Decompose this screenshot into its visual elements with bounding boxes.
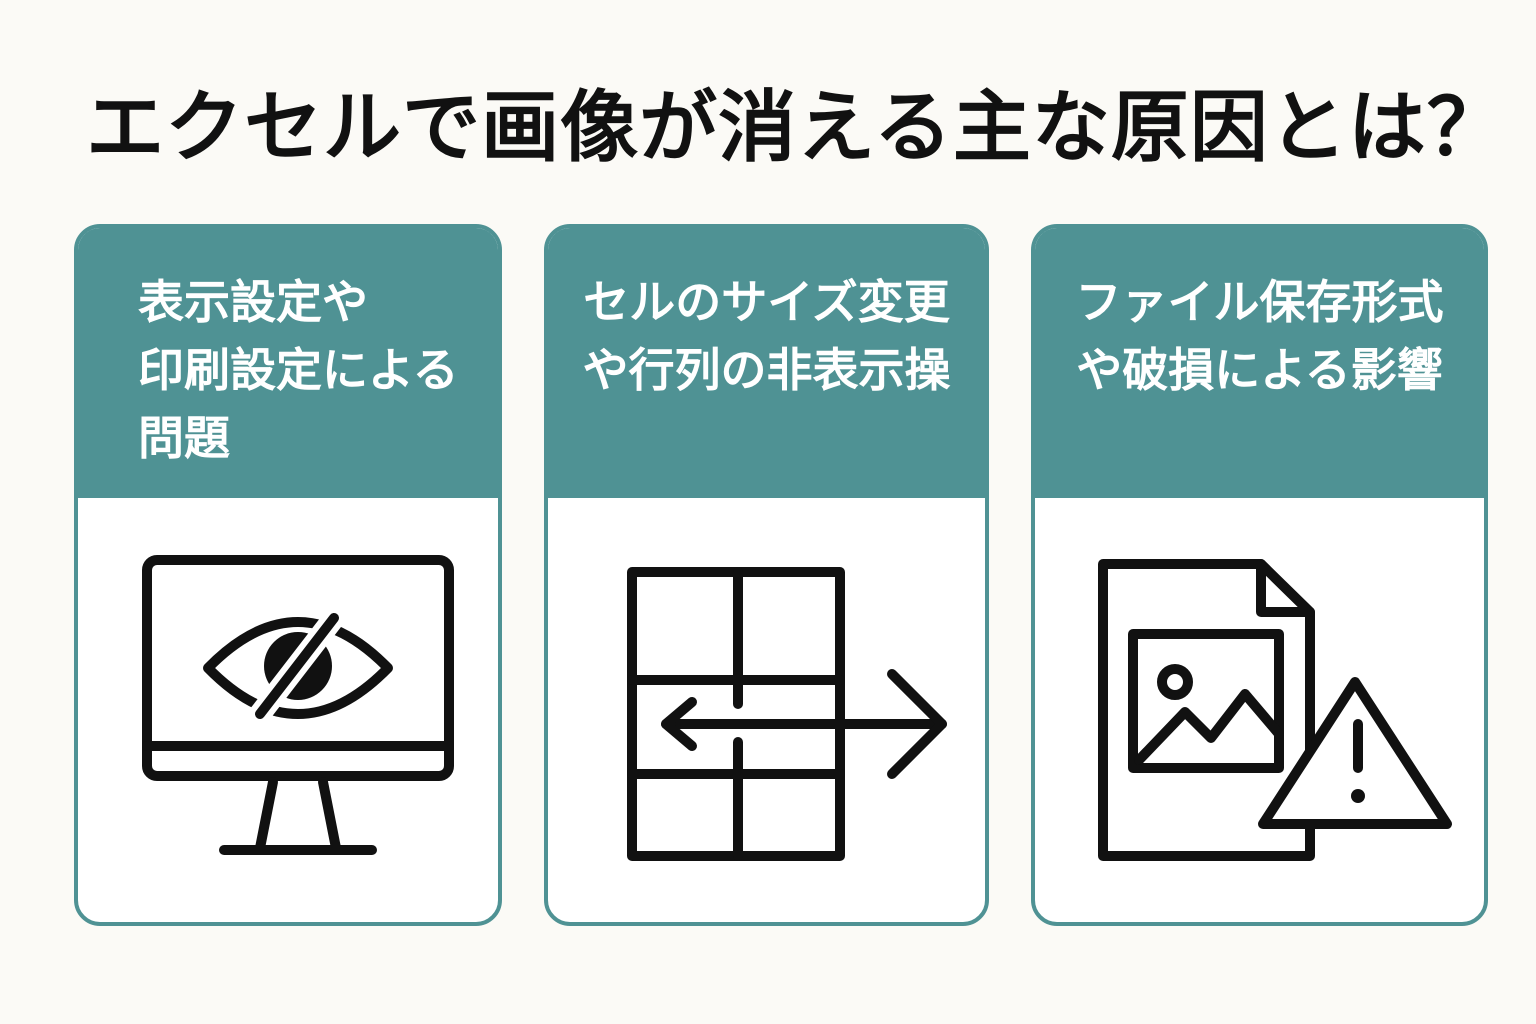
grid-resize-arrow-icon: [627, 567, 947, 861]
card-body: [78, 498, 498, 922]
card-header: ファイル保存形式 や破損による影響: [1035, 228, 1484, 498]
image-file-warning-icon: [1098, 559, 1452, 861]
page-title: エクセルで画像が消える主な原因とは？: [86, 83, 1506, 173]
card-title: ファイル保存形式 や破損による影響: [1075, 275, 1444, 397]
card-header: 表示設定や 印刷設定による 問題: [78, 228, 498, 498]
card-title: セルのサイズ変更 や行列の非表示操: [582, 275, 951, 397]
card-body: [548, 498, 985, 922]
cause-card-cell-resize: セルのサイズ変更 や行列の非表示操: [544, 224, 989, 926]
card-header: セルのサイズ変更 や行列の非表示操: [548, 228, 985, 498]
cause-card-display-settings: 表示設定や 印刷設定による 問題: [74, 224, 502, 926]
cause-card-file-format: ファイル保存形式 や破損による影響: [1031, 224, 1488, 926]
card-body: [1035, 498, 1484, 922]
card-title: 表示設定や 印刷設定による 問題: [138, 275, 459, 465]
monitor-hidden-eye-icon: [142, 555, 454, 855]
